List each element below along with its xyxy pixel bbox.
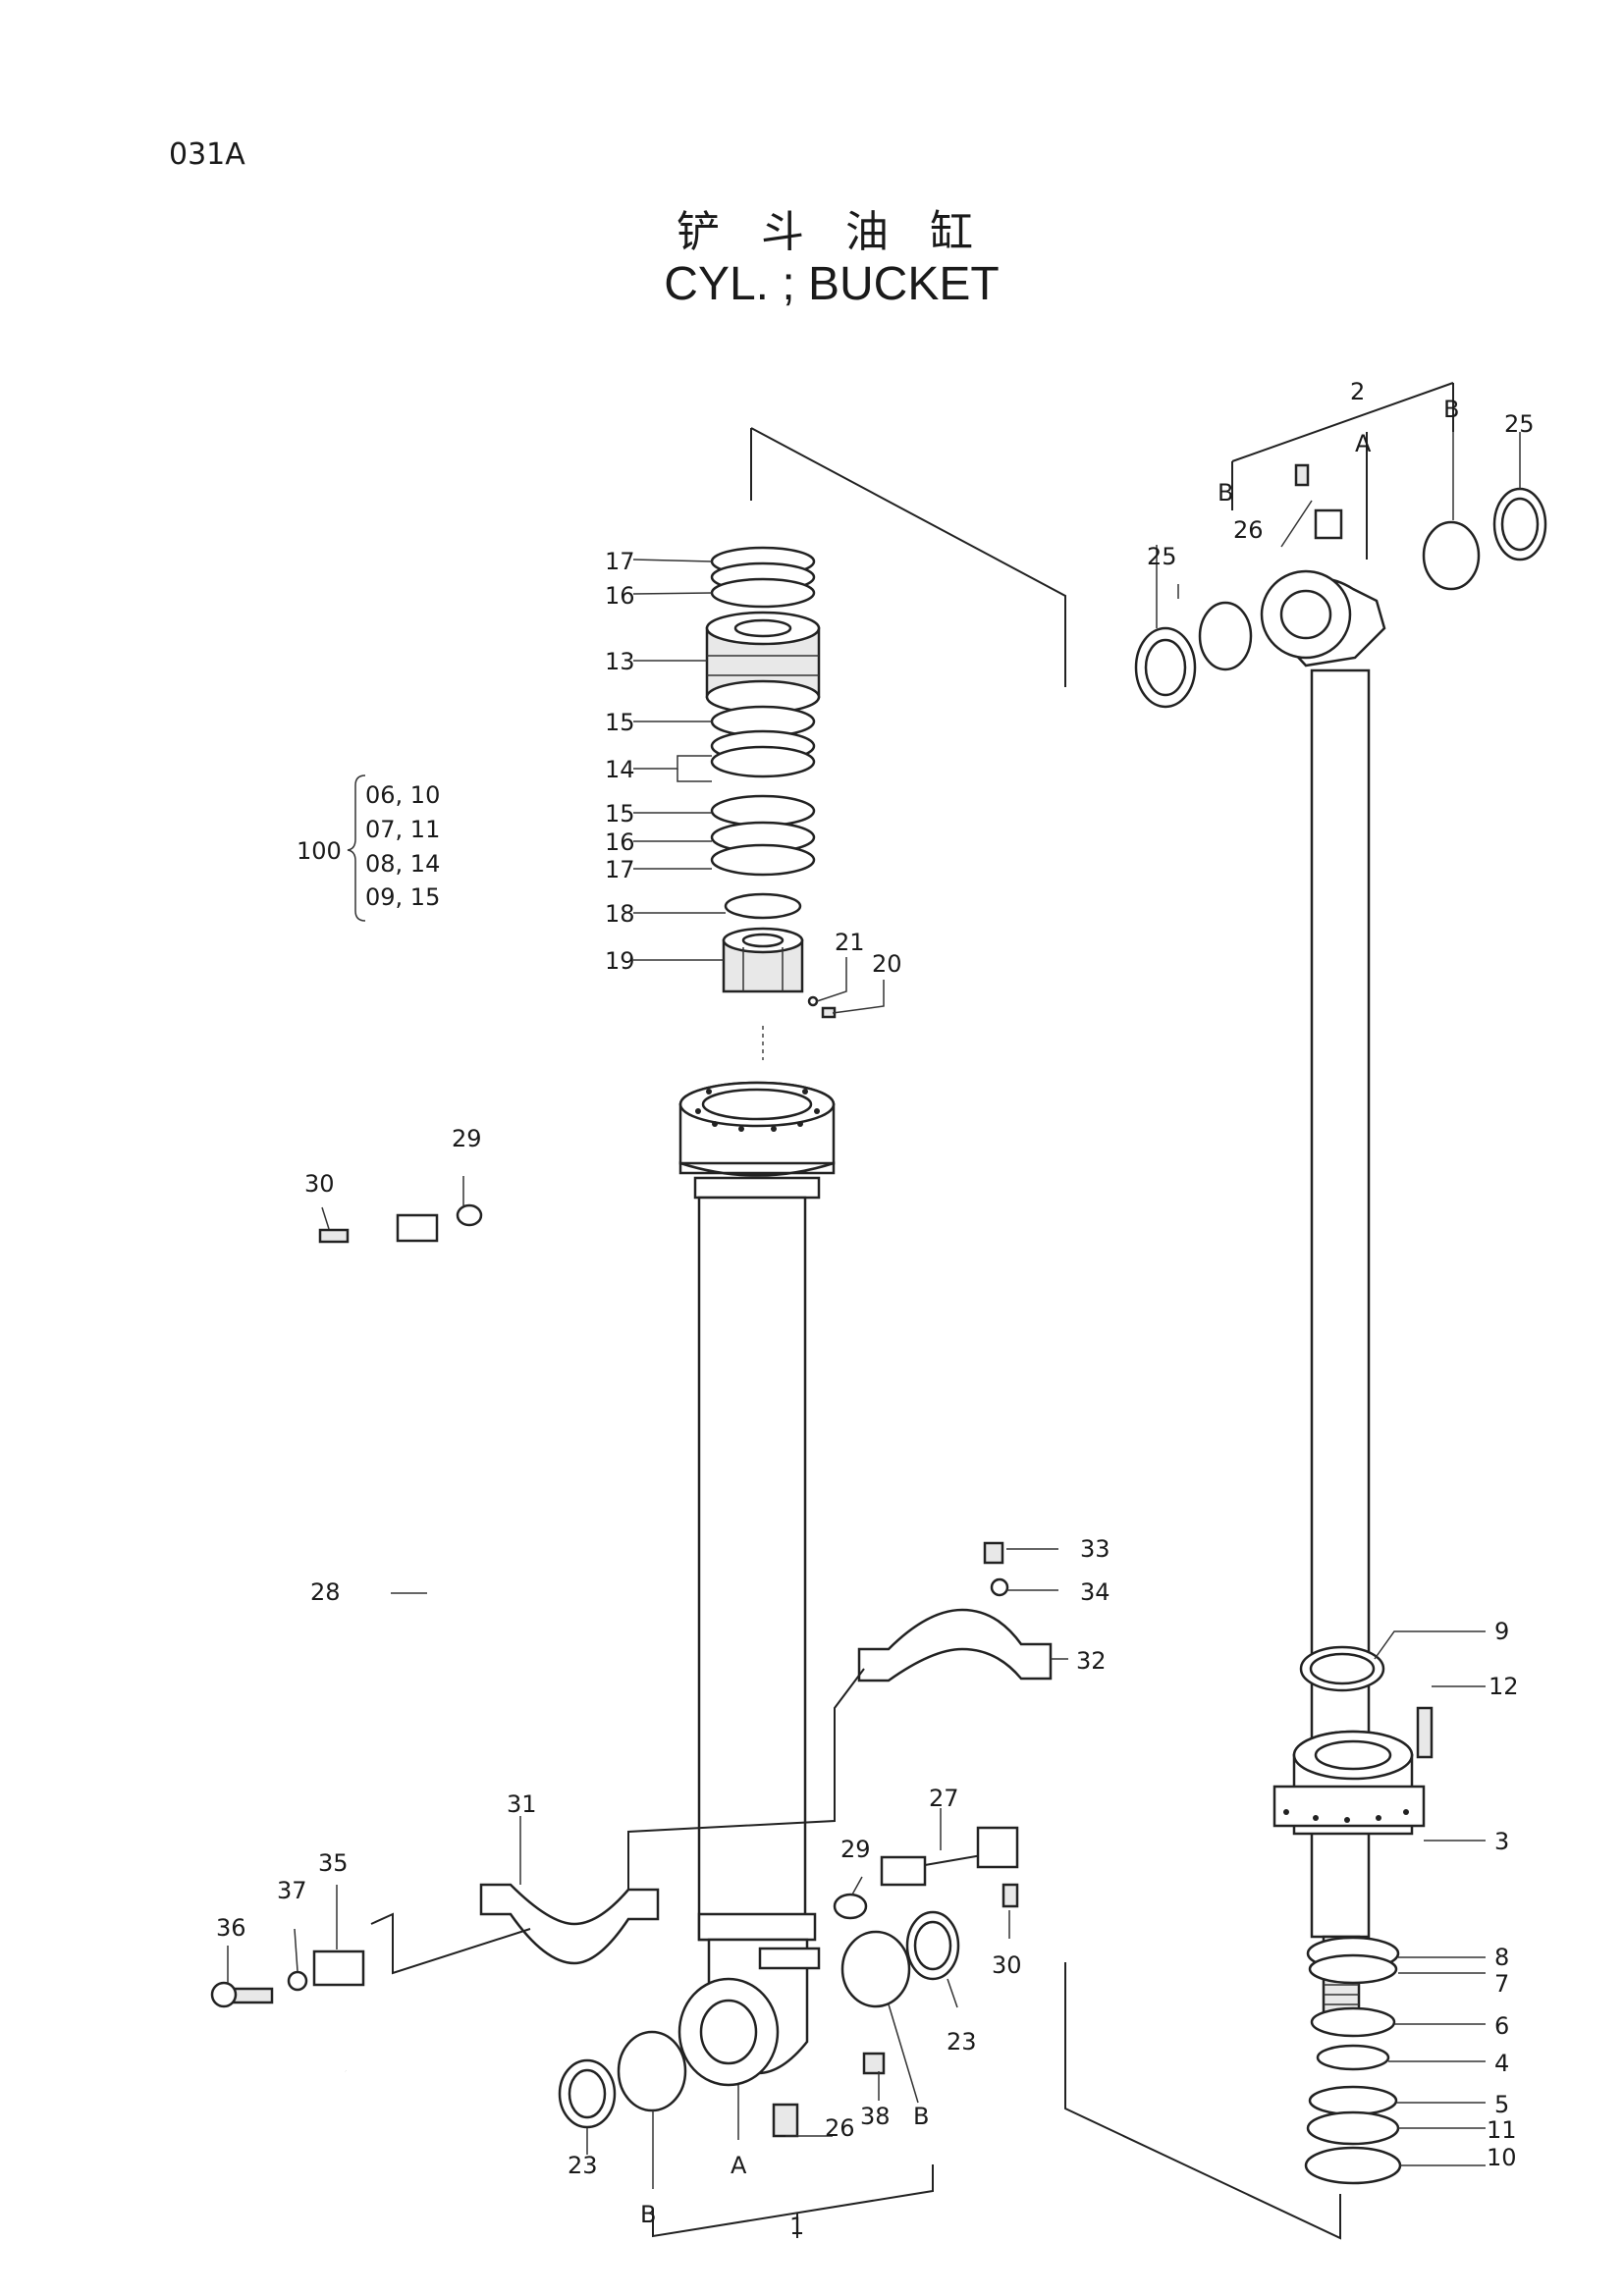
callout-28: 28 [310, 1578, 341, 1606]
piston-rod [1134, 463, 1547, 2027]
callout-16-bottom: 16 [605, 828, 635, 856]
title-chinese: 铲 斗 油 缸 [677, 207, 987, 257]
callout-15-bottom: 15 [605, 800, 635, 828]
page-code: 031A [169, 137, 245, 172]
callout-18: 18 [605, 900, 635, 928]
callout-12: 12 [1489, 1673, 1519, 1700]
kit-line-4: 09, 15 [365, 883, 440, 911]
callout-9: 9 [1494, 1618, 1509, 1645]
callout-31: 31 [507, 1790, 537, 1818]
kit-line-2: 07, 11 [365, 816, 440, 843]
callout-25-left: 25 [1147, 543, 1177, 570]
label-B-bottom-right: B [913, 2103, 929, 2130]
callout-33: 33 [1080, 1535, 1110, 1563]
callout-4: 4 [1494, 2050, 1509, 2077]
kit-line-3: 08, 14 [365, 850, 440, 878]
callout-15-top: 15 [605, 709, 635, 736]
callout-26-bottom: 26 [825, 2114, 855, 2142]
callout-11: 11 [1487, 2116, 1517, 2144]
clamps [479, 1541, 1053, 1965]
callout-37: 37 [277, 1877, 307, 1904]
label-B-top-left: B [1218, 479, 1233, 507]
callout-30-bottom: 30 [992, 1951, 1022, 1979]
callout-38: 38 [860, 2103, 891, 2130]
piston-seal-stack [705, 546, 837, 1060]
callout-23-right: 23 [947, 2028, 977, 2056]
callout-25-right: 25 [1504, 410, 1535, 438]
callout-2: 2 [1350, 378, 1365, 405]
title-english: CYL. ; BUCKET [664, 258, 1000, 310]
callout-14: 14 [605, 756, 635, 783]
callout-1: 1 [789, 2213, 804, 2240]
callout-13: 13 [605, 648, 635, 675]
callout-26-top: 26 [1233, 516, 1264, 544]
callout-3: 3 [1494, 1828, 1509, 1855]
hose-pipe [318, 1203, 483, 2103]
callout-29-top: 29 [452, 1125, 482, 1152]
callout-32: 32 [1076, 1647, 1107, 1675]
label-A-bottom: A [731, 2152, 747, 2179]
bottom-bushings [210, 1826, 1019, 2138]
callout-7: 7 [1494, 1970, 1509, 1998]
rod-cover-assembly [1272, 1645, 1434, 2185]
label-B-bottom-left: B [640, 2201, 656, 2228]
callout-19: 19 [605, 947, 635, 975]
callout-35: 35 [318, 1849, 349, 1877]
callout-10: 10 [1487, 2144, 1517, 2171]
callout-8: 8 [1494, 1944, 1509, 1971]
seal-kit-group: 100 06, 10 07, 11 08, 14 09, 15 [297, 774, 440, 922]
leader-lines [227, 382, 1521, 2240]
callout-17-top: 17 [605, 548, 635, 575]
callout-34: 34 [1080, 1578, 1110, 1606]
label-A-top: A [1355, 430, 1372, 457]
callout-23-left: 23 [568, 2152, 598, 2179]
callout-16-top: 16 [605, 582, 635, 610]
callout-5: 5 [1494, 2091, 1509, 2118]
kit-number: 100 [297, 837, 342, 865]
callout-20: 20 [872, 950, 902, 978]
callout-6: 6 [1494, 2012, 1509, 2040]
cylinder-tube [677, 1081, 836, 2087]
callout-36: 36 [216, 1914, 246, 1942]
callout-27: 27 [929, 1785, 959, 1812]
kit-line-1: 06, 10 [365, 781, 440, 809]
callout-30-top: 30 [304, 1170, 335, 1198]
callout-21: 21 [835, 929, 865, 956]
callout-17-bottom: 17 [605, 856, 635, 883]
callout-labels: 17 16 13 15 14 15 16 17 18 19 21 20 2 A … [216, 378, 1535, 2240]
label-B-top-right: B [1443, 396, 1459, 423]
callout-29-bottom: 29 [840, 1836, 871, 1863]
